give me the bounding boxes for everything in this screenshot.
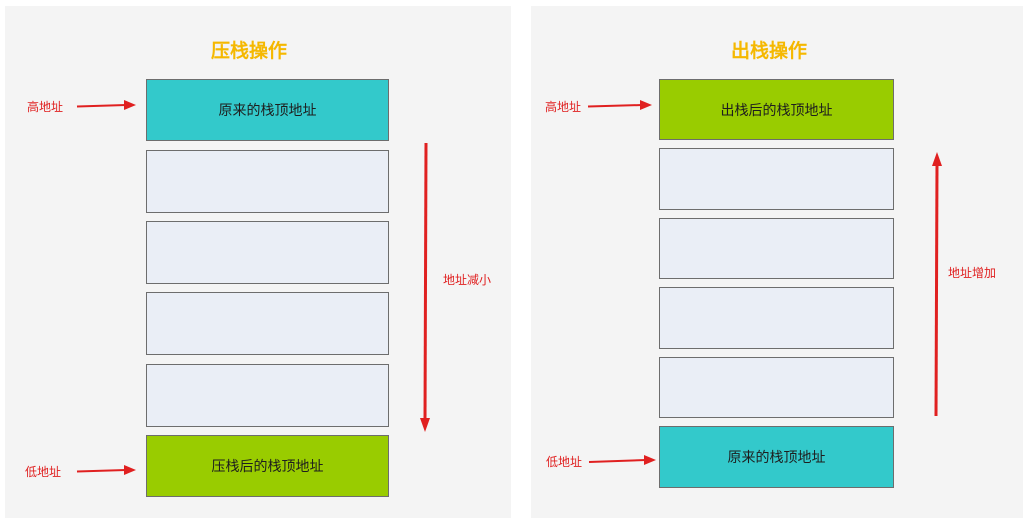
pop-empty-slot-1 <box>659 148 894 210</box>
pop-new-top-box: 出栈后的栈顶地址 <box>659 79 894 140</box>
push-direction-label: 地址减小 <box>443 273 492 287</box>
push-high-address-label: 高地址 <box>27 100 64 114</box>
push-empty-slot-2 <box>146 221 389 284</box>
pop-low-address-label: 低地址 <box>546 455 583 469</box>
push-empty-slot-4 <box>146 364 389 427</box>
push-low-address-label: 低地址 <box>25 465 62 479</box>
pop-title: 出栈操作 <box>731 40 808 62</box>
push-original-top-box: 原来的栈顶地址 <box>146 79 389 141</box>
push-title: 压栈操作 <box>211 40 288 62</box>
pop-empty-slot-2 <box>659 218 894 279</box>
pop-empty-slot-3 <box>659 287 894 349</box>
push-empty-slot-1 <box>146 150 389 213</box>
pop-original-top-box: 原来的栈顶地址 <box>659 426 894 488</box>
pop-direction-label: 地址增加 <box>948 266 997 280</box>
pop-high-address-label: 高地址 <box>545 100 582 114</box>
push-new-top-box: 压栈后的栈顶地址 <box>146 435 389 497</box>
pop-empty-slot-4 <box>659 357 894 418</box>
push-empty-slot-3 <box>146 292 389 355</box>
